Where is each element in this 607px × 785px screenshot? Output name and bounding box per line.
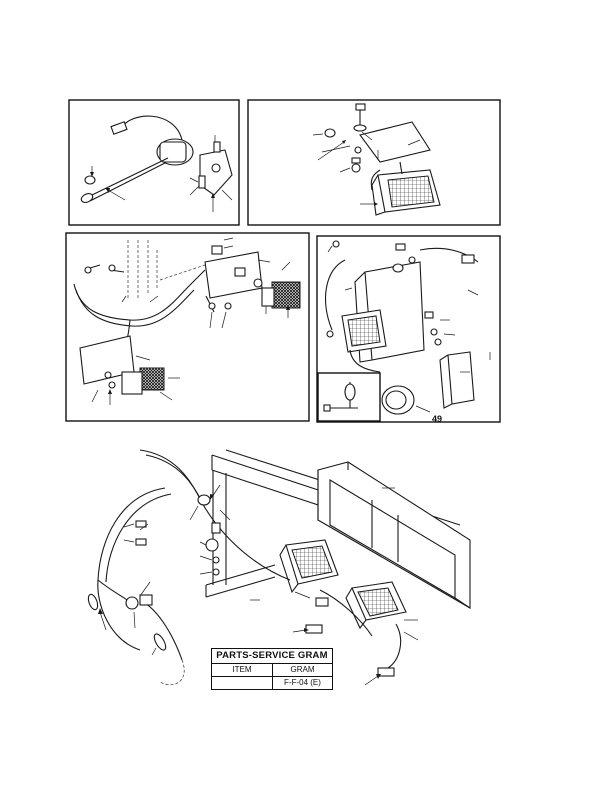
panel-lamp-mounting: [247, 99, 501, 226]
cell-gram: F-F-04 (E): [284, 678, 321, 687]
panel-harness-rear-lamps: [65, 232, 310, 422]
main-lamp-assembly: [87, 449, 471, 686]
panel-switch-assembly: [68, 99, 240, 226]
parts-service-gram-data-row: F-F-04 (E): [212, 677, 332, 689]
parts-service-gram-header-row: ITEM GRAM: [212, 664, 332, 677]
header-item: ITEM: [212, 664, 273, 676]
header-gram: GRAM: [290, 665, 315, 674]
cell-item: [212, 677, 273, 689]
parts-service-gram-table: PARTS-SERVICE GRAM ITEM GRAM F-F-04 (E): [211, 648, 333, 690]
parts-service-gram-title: PARTS-SERVICE GRAM: [212, 649, 332, 664]
figure-number: 49: [432, 414, 443, 424]
panel-side-lamps: [316, 235, 501, 423]
